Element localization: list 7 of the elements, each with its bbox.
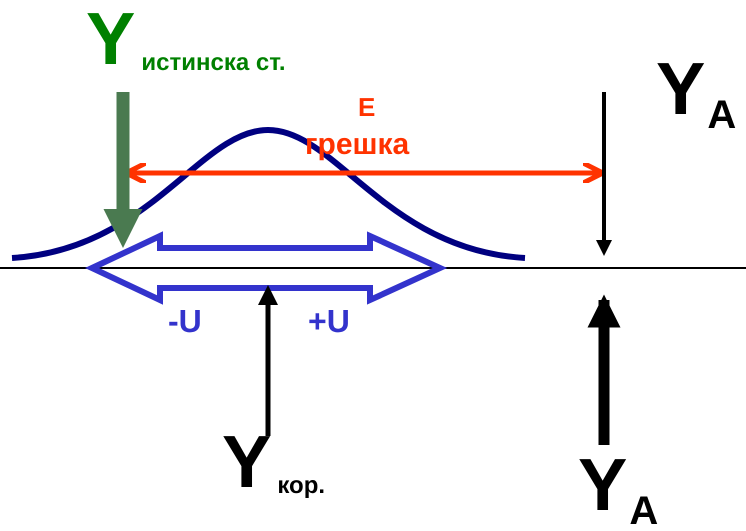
- true-value-label: Y$_{истинска ст.}$: [86, 2, 286, 76]
- uncertainty-label: -U: [168, 305, 202, 337]
- measured-value-label: Y$_{A}$: [656, 52, 736, 126]
- error-symbol: E: [358, 94, 376, 120]
- measured-value-label: Y$_{A}$: [578, 448, 658, 522]
- corrected-value-label: Y$_{кор.}$: [222, 425, 326, 499]
- uncertainty-label: +U: [308, 305, 350, 337]
